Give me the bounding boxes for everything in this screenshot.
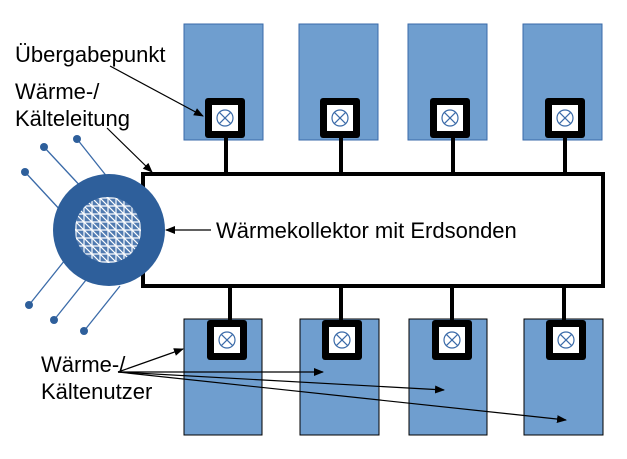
pipes xyxy=(224,136,567,324)
circle-x-valve-icon xyxy=(432,320,472,360)
arrow-user-4 xyxy=(117,371,567,424)
probe-dot xyxy=(40,143,48,151)
circle-x-valve-icon xyxy=(546,320,586,360)
label-collector: Wärmekollektor mit Erdsonden xyxy=(216,218,517,243)
label-pipe-line2: Kälteleitung xyxy=(15,106,130,131)
annotation-arrows xyxy=(106,65,567,424)
arrow-user-1 xyxy=(117,348,184,373)
circle-x-valve-icon xyxy=(430,98,470,138)
probe-dot xyxy=(25,301,33,309)
label-users-line1: Wärme-/ xyxy=(41,352,126,377)
probe-dot xyxy=(80,327,88,335)
hatched-circle-icon xyxy=(53,174,165,286)
transfer-points xyxy=(205,98,586,360)
buildings-top xyxy=(183,23,603,141)
circle-x-valve-icon xyxy=(545,98,585,138)
label-pipe-line1: Wärme-/ xyxy=(15,79,100,104)
borehole-probes xyxy=(21,135,121,335)
circle-x-valve-icon xyxy=(320,98,360,138)
label-transfer-point: Übergabepunkt xyxy=(15,42,165,67)
circle-x-valve-icon xyxy=(322,320,362,360)
building-top-3 xyxy=(407,23,488,141)
arrow-transfer-point xyxy=(109,65,204,117)
probe-dot xyxy=(21,168,29,176)
circle-x-valve-icon xyxy=(205,98,245,138)
probe-dot xyxy=(50,316,58,324)
heat-collector-box xyxy=(141,172,605,288)
arrow-user-3 xyxy=(117,371,445,394)
probe-dot xyxy=(73,135,81,143)
label-users-line2: Kältenutzer xyxy=(41,379,152,404)
circle-x-valve-icon xyxy=(207,320,247,360)
arrow-pipe xyxy=(106,127,153,173)
